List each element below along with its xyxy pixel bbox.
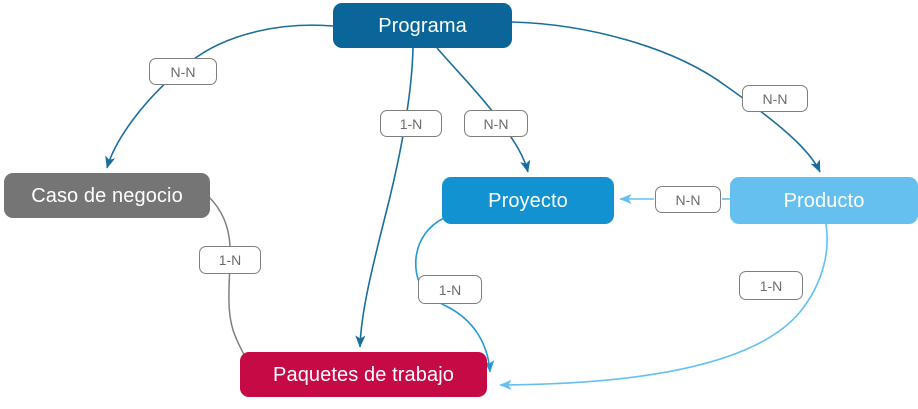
node-caso-de-negocio[interactable]: Caso de negocio [4,173,210,218]
edge-path-programa-producto [511,21,821,173]
edge-label-text: 1-N [438,281,462,298]
node-paquetes-de-trabajo[interactable]: Paquetes de trabajo [240,352,487,397]
edge-label-text: 1-N [399,115,423,132]
edge-label-proyecto-paquetes-de-trabajo[interactable]: 1-N [418,275,482,304]
edge-label-text: N-N [675,191,701,208]
edge-label-programa-paquetes-de-trabajo[interactable]: 1-N [380,110,442,137]
node-label-programa: Programa [378,14,467,37]
edge-label-producto-proyecto[interactable]: N-N [655,186,721,213]
edge-path-programa-paquetes-de-trabajo [355,47,414,348]
edge-label-text: N-N [483,115,509,132]
node-label-producto: Producto [783,189,865,212]
node-label-proyecto: Proyecto [488,189,568,212]
edge-label-programa-producto[interactable]: N-N [742,85,808,112]
edge-label-text: N-N [762,90,788,107]
edge-label-programa-caso-de-negocio[interactable]: N-N [149,58,217,85]
edge-label-text: 1-N [759,277,783,294]
node-proyecto[interactable]: Proyecto [442,177,614,224]
edge-path-caso-de-negocio-paquetes-de-trabajo [208,196,254,372]
node-label-paquetes-de-trabajo: Paquetes de trabajo [273,363,454,386]
edge-label-producto-paquetes-de-trabajo[interactable]: 1-N [739,271,803,300]
node-producto[interactable]: Producto [730,177,918,224]
edge-label-text: N-N [170,63,196,80]
edge-path-programa-caso-de-negocio [105,24,334,169]
node-programa[interactable]: Programa [333,3,512,48]
edge-label-programa-proyecto[interactable]: N-N [464,110,528,137]
edge-label-caso-de-negocio-paquetes-de-trabajo[interactable]: 1-N [199,246,261,274]
edge-label-text: 1-N [218,252,242,268]
edge-path-producto-paquetes-de-trabajo [499,223,828,391]
node-label-caso-de-negocio: Caso de negocio [31,184,183,207]
